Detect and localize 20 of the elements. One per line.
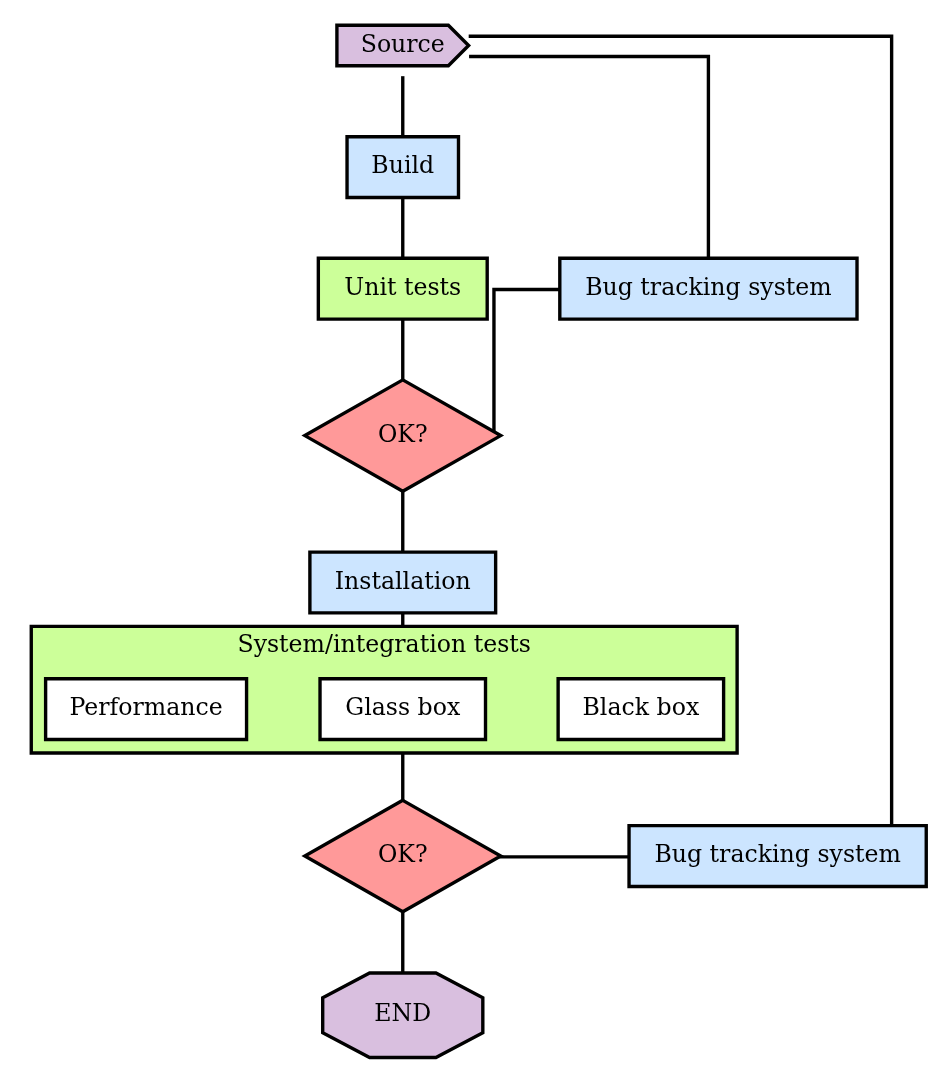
node-box: Installation bbox=[307, 550, 497, 615]
node-diamond: OK? bbox=[300, 377, 504, 494]
connector bbox=[400, 491, 404, 552]
connector bbox=[400, 319, 404, 380]
node-box: Bug tracking system bbox=[626, 823, 928, 889]
node-box: Black box bbox=[555, 677, 725, 742]
node-box: Bug tracking system bbox=[557, 256, 859, 321]
connector bbox=[468, 54, 710, 258]
connector bbox=[491, 287, 559, 432]
node-diamond: OK? bbox=[300, 798, 504, 914]
connector bbox=[468, 34, 893, 826]
node-box: Glass box bbox=[317, 677, 487, 742]
connector bbox=[400, 753, 404, 801]
connector bbox=[400, 197, 404, 258]
node-box: Unit tests bbox=[316, 256, 489, 321]
connector bbox=[400, 912, 404, 973]
connector bbox=[498, 855, 629, 859]
node-box: Performance bbox=[43, 677, 248, 742]
connector bbox=[400, 76, 404, 136]
node-box: Build bbox=[344, 135, 460, 200]
